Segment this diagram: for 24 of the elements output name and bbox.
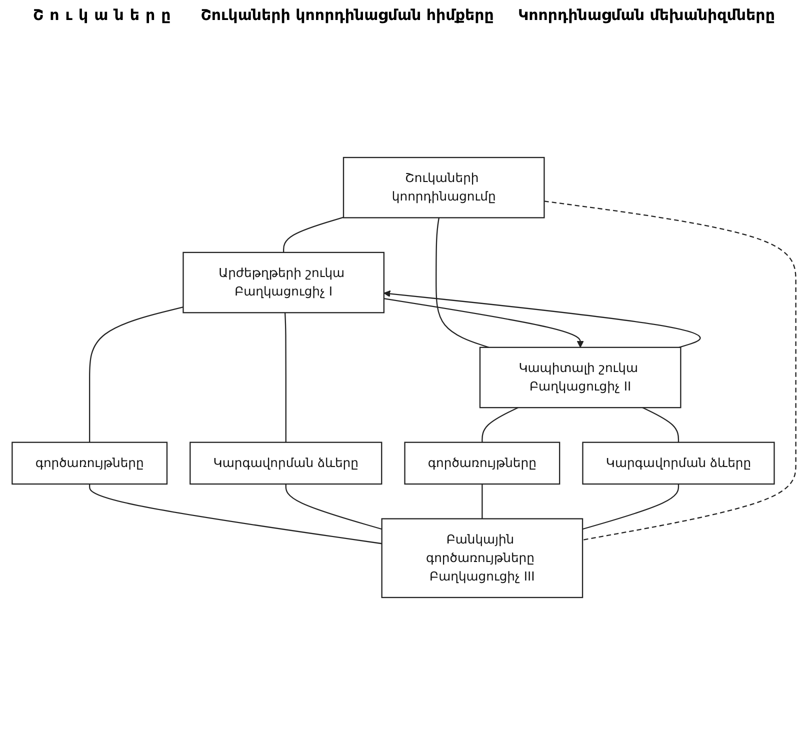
connector <box>482 407 518 442</box>
diagram-label: Շուկաների կոորդինացման հիմքերը <box>200 6 494 24</box>
connector <box>283 216 344 252</box>
connector <box>642 407 680 442</box>
node-box: Կարգավորման ձևերը <box>190 442 382 485</box>
node-box: Արժեթղթերի շուկա Բաղկացուցիչ I <box>182 252 384 314</box>
arrow <box>384 298 584 348</box>
connector <box>544 200 796 541</box>
node-box: Կարգավորման ձևերը <box>582 442 775 485</box>
arrow <box>384 290 700 348</box>
node-box: Կապիտալի շուկա Բաղկացուցիչ II <box>479 346 682 408</box>
node-box: գործառույթները <box>12 442 168 485</box>
node-box: գործառույթները <box>404 442 560 485</box>
connector <box>285 484 382 530</box>
connector <box>284 312 286 442</box>
diagram-label: Շուկաները <box>33 6 177 24</box>
connector <box>89 306 184 442</box>
connector <box>89 484 382 544</box>
connector <box>582 484 680 530</box>
diagram-label: Կոորդինացման մեխանիզմները <box>518 6 775 24</box>
node-box: Բանկային գործառույթները Բաղկացուցիչ III <box>381 518 584 598</box>
connector <box>482 484 483 519</box>
node-box: Շուկաների կոորդինացումը <box>342 156 545 218</box>
connector <box>436 218 490 348</box>
